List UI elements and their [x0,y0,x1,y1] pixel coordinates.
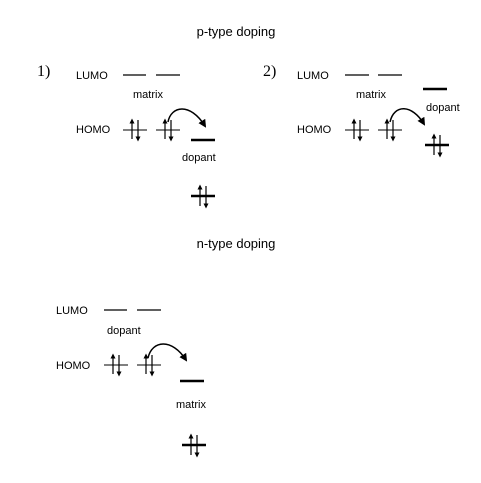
n-type-title: n-type doping [197,236,276,251]
panel-2-number: 2) [263,63,276,80]
panel-1-matrix-label: matrix [133,89,163,101]
panel-1-transfer-arrow-icon [167,108,207,128]
panel-1-lumo-label: LUMO [76,70,108,82]
panel-1-number: 1) [37,63,50,80]
panel-3: LUMO dopant HOMO matrix [56,305,206,458]
panel-2-transfer-arrow-icon [389,108,426,126]
panel-3-dopant-label: dopant [107,325,141,337]
panel-3-matrix-label: matrix [176,399,206,411]
panel-2-lumo-label: LUMO [297,70,329,82]
panel-2: 2) LUMO matrix dopant HOMO [263,63,460,158]
panel-3-transfer-arrow-icon [147,343,188,362]
panel-1: 1) LUMO matrix HOMO dopant [37,63,216,209]
panel-2-dopant-label: dopant [426,102,460,114]
panel-3-homo-label: HOMO [56,360,91,372]
panel-1-dopant-label: dopant [182,152,216,164]
panel-2-homo-label: HOMO [297,124,332,136]
p-type-title: p-type doping [197,24,276,39]
panel-1-homo-label: HOMO [76,124,111,136]
panel-3-lumo-label: LUMO [56,305,88,317]
panel-2-matrix-label: matrix [356,89,386,101]
